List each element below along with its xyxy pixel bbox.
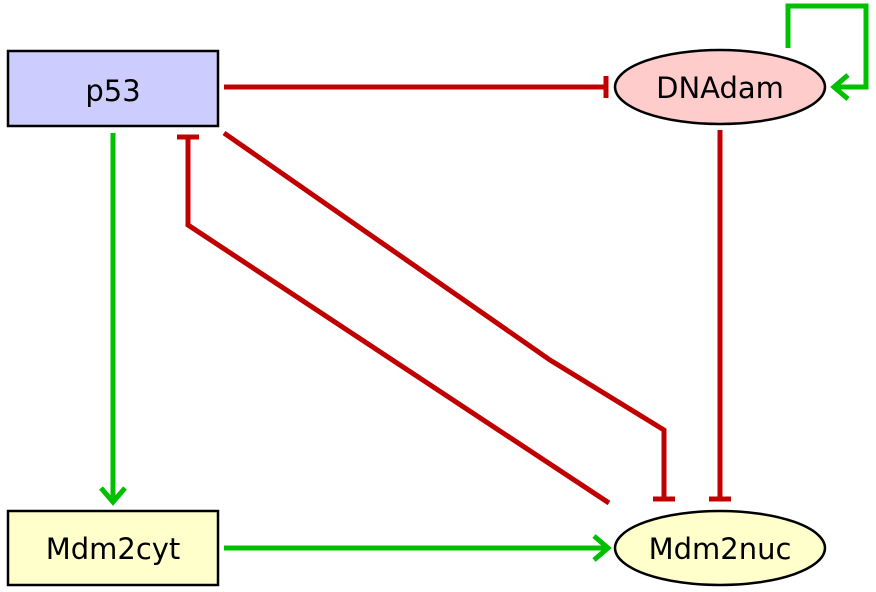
node-dnadam-label: DNAdam: [656, 71, 784, 105]
node-mdm2cyt-shape: [6, 509, 220, 587]
edge-dnadam-inhibits-mdm2nuc: [709, 130, 731, 502]
edge-p53-inhibits-mdm2nuc: [222, 130, 675, 502]
edges: [99, 3, 869, 562]
edge-p53-activates-mdm2cyt: [99, 133, 127, 506]
node-dnadam: DNAdam: [613, 48, 827, 126]
edge-mdm2cyt-activates-mdm2nuc: [224, 534, 612, 562]
node-p53-shape: [6, 49, 220, 128]
node-mdm2nuc-shape: [613, 509, 827, 587]
node-mdm2cyt: Mdm2cyt: [6, 509, 220, 587]
node-p53: p53: [6, 49, 220, 128]
edge-dnadam-self-activation: [785, 3, 869, 101]
node-mdm2nuc-label: Mdm2nuc: [649, 532, 792, 566]
edge-p53-inhibits-dnadam: [224, 76, 609, 98]
node-mdm2cyt-label: Mdm2cyt: [46, 532, 181, 566]
node-p53-label: p53: [85, 74, 140, 108]
node-dnadam-shape: [613, 48, 827, 126]
node-mdm2nuc: Mdm2nuc: [613, 509, 827, 587]
edge-mdm2nuc-inhibits-p53: [177, 134, 611, 506]
